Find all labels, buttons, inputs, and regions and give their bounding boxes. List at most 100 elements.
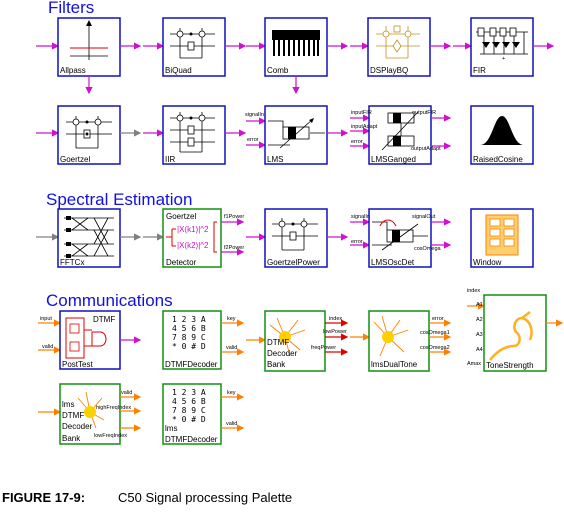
block-label-fir: FIR [473,66,486,75]
block-comb[interactable]: Comb [246,17,349,95]
port-label-lmsg-inputfir: inputFIR [351,110,372,116]
keypad-row-3: 7 8 9 C [172,333,206,342]
dualtone-icon [373,315,409,357]
port-label-dec-key: key [227,316,236,322]
section-title-filters: Filters [48,0,94,17]
block-lmsdtmfdecoderbank[interactable]: valid highFreqIndex lowFreqIndex lms DTM… [38,383,142,445]
block-label-fftcx: FFTCx [60,258,84,267]
block-label-tonestrength: ToneStrength [486,361,534,370]
port-label-osc-signalin: signalIn [351,214,370,220]
block-dtmfdecoder[interactable]: key valid 1 2 3 A 4 5 6 B 7 8 9 C * 0 # … [162,310,245,370]
bank-decoder-label: Decoder [267,349,298,358]
port-label-dt-cosomega1: cosOmega1 [420,330,450,336]
block-label-lmsdtmfbank: Bank [62,434,81,443]
detector-icon [166,221,217,253]
port-label-ts-a4: A4 [476,347,483,353]
port-label-dec-valid: valid [226,345,237,351]
block-allpass[interactable]: Allpass [36,17,142,95]
block-label-lmsdtmfdecoder: DTMFDecoder [165,435,218,444]
block-label-dsplaybq: DSPlayBQ [370,66,408,75]
goertzel-icon [66,116,112,149]
port-label-osc-signalout: signalOut [412,214,436,220]
section-title-communications: Communications [46,291,173,310]
lms-icon [268,118,325,149]
block-lmsdualtone[interactable]: error cosOmega1 cosOmega2 lmsDualTone [350,310,452,372]
block-lmsoscdet[interactable]: signalIn error signalOut cosOmega LMSOsc… [350,208,452,268]
port-label-pt-valid: valid [42,344,53,350]
block-raisedcosine[interactable]: RaisedCosine [470,105,534,165]
block-label-detector: Detector [166,258,197,267]
block-biquad[interactable]: BiQuad [143,17,247,77]
keypad2-row-3: 7 8 9 C [172,406,206,415]
port-label-lmsg-outputadapt: outputAdapt [411,146,441,152]
port-label-det-f1power: f1Power [224,214,244,220]
port-label-lmsg-outputfir: outputFIR [412,110,436,116]
port-label-lb-valid: valid [121,390,132,396]
allpass-icon [70,20,108,60]
block-window[interactable]: Window [470,208,534,268]
raisedcosine-icon [480,116,524,145]
port-label-bank-freqpower: freqPower [311,345,336,351]
block-posttest[interactable]: input valid DTMF PostTest [38,310,142,370]
keypad2-row-4: * 0 # D [172,415,206,424]
port-label-lms-signalin: signalIn [245,112,264,118]
block-label-lmsdualtone: lmsDualTone [371,360,418,369]
block-label-comb: Comb [267,66,289,75]
dsplaybq-icon [376,25,420,59]
port-label-ts-a2: A2 [476,317,483,323]
keypad-row-2: 4 5 6 B [172,324,206,333]
keypad-row-4: * 0 # D [172,342,206,351]
block-dtmfdecoderbank[interactable]: index lowPower freqPower DTMF Decoder Ba… [246,310,349,372]
port-label-lb-lowfreqindex: lowFreqIndex [94,433,127,439]
port-label-lms-error: error [247,137,259,143]
block-fftcx[interactable]: FFTCx [36,208,142,268]
posttest-icon [65,317,107,359]
block-lms[interactable]: signalIn error LMS [245,105,349,165]
block-fir[interactable]: + FIR [453,17,555,77]
port-label-osc-error: error [351,239,363,245]
bank-dtmf-label: DTMF [267,338,289,347]
block-detector[interactable]: f1Power f2Power Goertzel |X(k1)|^2 |X(k2… [143,208,244,268]
keypad-row-1: 1 2 3 A [172,315,206,324]
lmsbank-lms-label: lms [62,400,74,409]
block-goertzelpower[interactable]: GoertzelPower [246,208,349,268]
decoder-bank-icon [269,317,306,357]
port-label-ts-amax: Amax [467,361,481,367]
port-label-lmsg-error: error [351,139,363,145]
block-label-posttest: PostTest [62,360,93,369]
keypad2-row-2: 4 5 6 B [172,397,206,406]
block-lmsganged[interactable]: inputFIR inputAdapt error outputFIR outp… [350,105,452,165]
detector-f1-formula: |X(k1)|^2 [177,225,209,234]
lmsdecoder-lms-label: lms [165,424,177,433]
posttest-dtmf-label: DTMF [93,315,115,324]
port-label-osc-cosomega: cosOmega [414,246,442,252]
block-label-allpass: Allpass [60,66,86,75]
port-label-dt-cosomega2: cosOmega2 [420,345,450,351]
block-label-goertzelpower: GoertzelPower [267,258,320,267]
block-label-iir: IIR [165,155,175,164]
block-goertzel[interactable]: Goertzel [36,105,142,165]
port-label-ld-valid: valid [226,421,237,427]
detector-top-label: Goertzel [166,212,196,221]
port-label-bank-lowpower: lowPower [323,329,347,335]
port-label-lmsg-inputadapt: inputAdapt [351,124,378,130]
block-tonestrength[interactable]: index A1 A2 A3 A4 Amax ToneStrength [467,288,564,372]
svg-text:+: + [502,56,505,62]
block-lmsdtmfdecoder[interactable]: key valid 1 2 3 A 4 5 6 B 7 8 9 C * 0 # … [162,383,245,445]
port-label-det-f2power: f2Power [224,245,244,251]
block-iir[interactable]: IIR [143,105,247,165]
port-label-ts-index: index [467,288,480,294]
keypad2-row-1: 1 2 3 A [172,388,206,397]
lmsganged-icon [381,111,419,151]
port-label-bank-index: index [329,316,342,322]
block-label-goertzel: Goertzel [60,155,90,164]
goertzelpower-icon [272,218,318,251]
block-label-lms: LMS [267,155,283,164]
iir-icon [170,112,215,153]
comb-icon [272,30,320,56]
fftcx-icon [64,216,114,258]
window-icon [485,214,519,256]
flex-arm-icon [489,311,533,361]
block-dsplaybq[interactable]: DSPlayBQ [350,17,452,77]
lmsoscdet-icon [372,219,428,251]
